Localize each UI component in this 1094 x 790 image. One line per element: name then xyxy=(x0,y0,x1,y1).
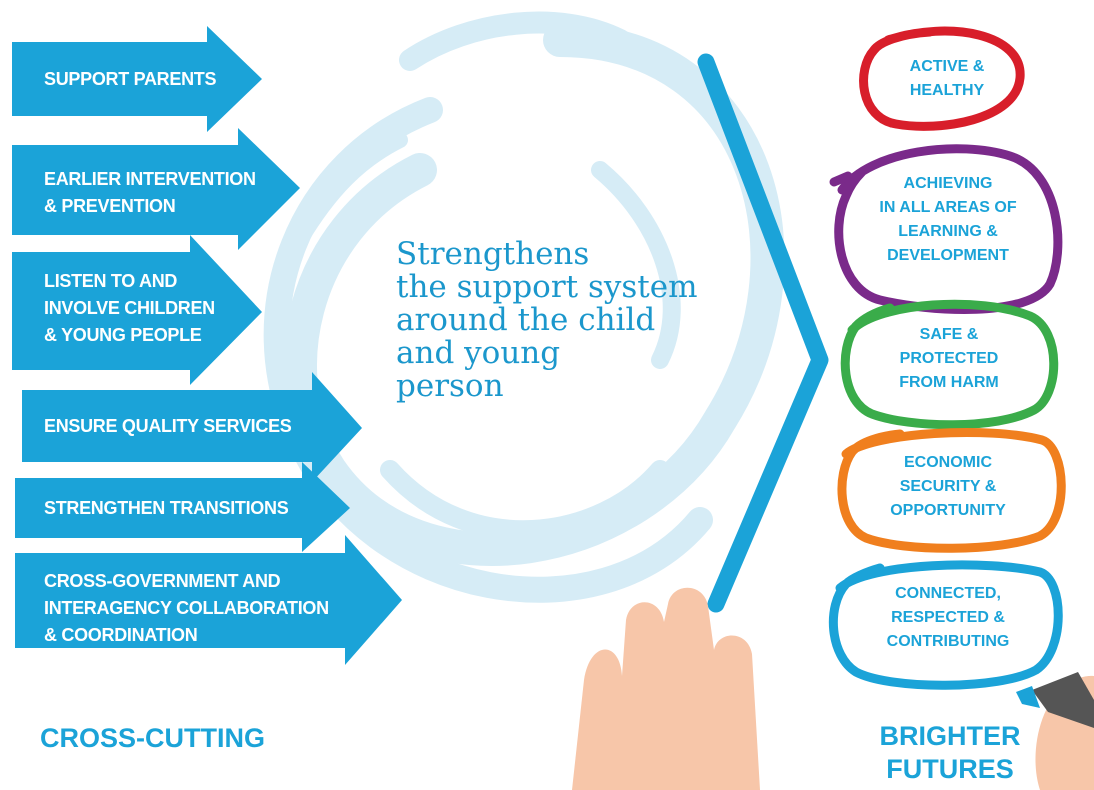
outcome-label-active-healthy: ACTIVE & HEALTHY xyxy=(909,58,985,99)
arrow-label-support-parents: SUPPORT PARENTS xyxy=(44,69,217,89)
brighter-futures-title: BRIGHTER FUTURES xyxy=(879,721,1021,784)
arrow-label-quality-services: ENSURE QUALITY SERVICES xyxy=(44,416,292,436)
arrow-label-earlier-intervention: EARLIER INTERVENTION & PREVENTION xyxy=(44,169,256,216)
arrow-quality-services xyxy=(22,372,362,482)
marker-pen-icon xyxy=(1016,672,1094,728)
outcome-circle-economic-security xyxy=(837,428,1066,553)
outcome-label-economic-security: ECONOMIC SECURITY & OPPORTUNITY xyxy=(890,454,1006,519)
outcome-label-achieving: ACHIEVING IN ALL AREAS OF LEARNING & DEV… xyxy=(879,175,1017,264)
outcome-circle-achieving xyxy=(829,144,1063,314)
arrow-label-strengthen-transitions: STRENGTHEN TRANSITIONS xyxy=(44,498,289,518)
outcome-circle-safe-protected xyxy=(840,299,1059,430)
center-statement: Strengthens the support system around th… xyxy=(396,236,698,404)
outcome-circle-connected xyxy=(828,560,1063,690)
arrow-earlier-intervention xyxy=(12,128,300,250)
hand-left-icon xyxy=(572,587,760,790)
arrow-label-cross-government: CROSS-GOVERNMENT AND INTERAGENCY COLLABO… xyxy=(44,571,329,645)
arrow-strengthen-transitions xyxy=(15,462,350,552)
cross-cutting-title: CROSS-CUTTING xyxy=(40,723,265,753)
outcome-label-safe-protected: SAFE & PROTECTED FROM HARM xyxy=(899,326,999,391)
arrow-support-parents xyxy=(12,26,262,132)
arrow-listen-involve xyxy=(12,235,262,385)
outcome-circle-active-healthy xyxy=(859,26,1025,131)
arrow-label-listen-involve: LISTEN TO AND INVOLVE CHILDREN & YOUNG P… xyxy=(44,271,215,345)
arrow-cross-government xyxy=(15,535,402,665)
chevron-divider-icon xyxy=(697,53,829,613)
outcome-label-connected: CONNECTED, RESPECTED & CONTRIBUTING xyxy=(886,585,1010,650)
